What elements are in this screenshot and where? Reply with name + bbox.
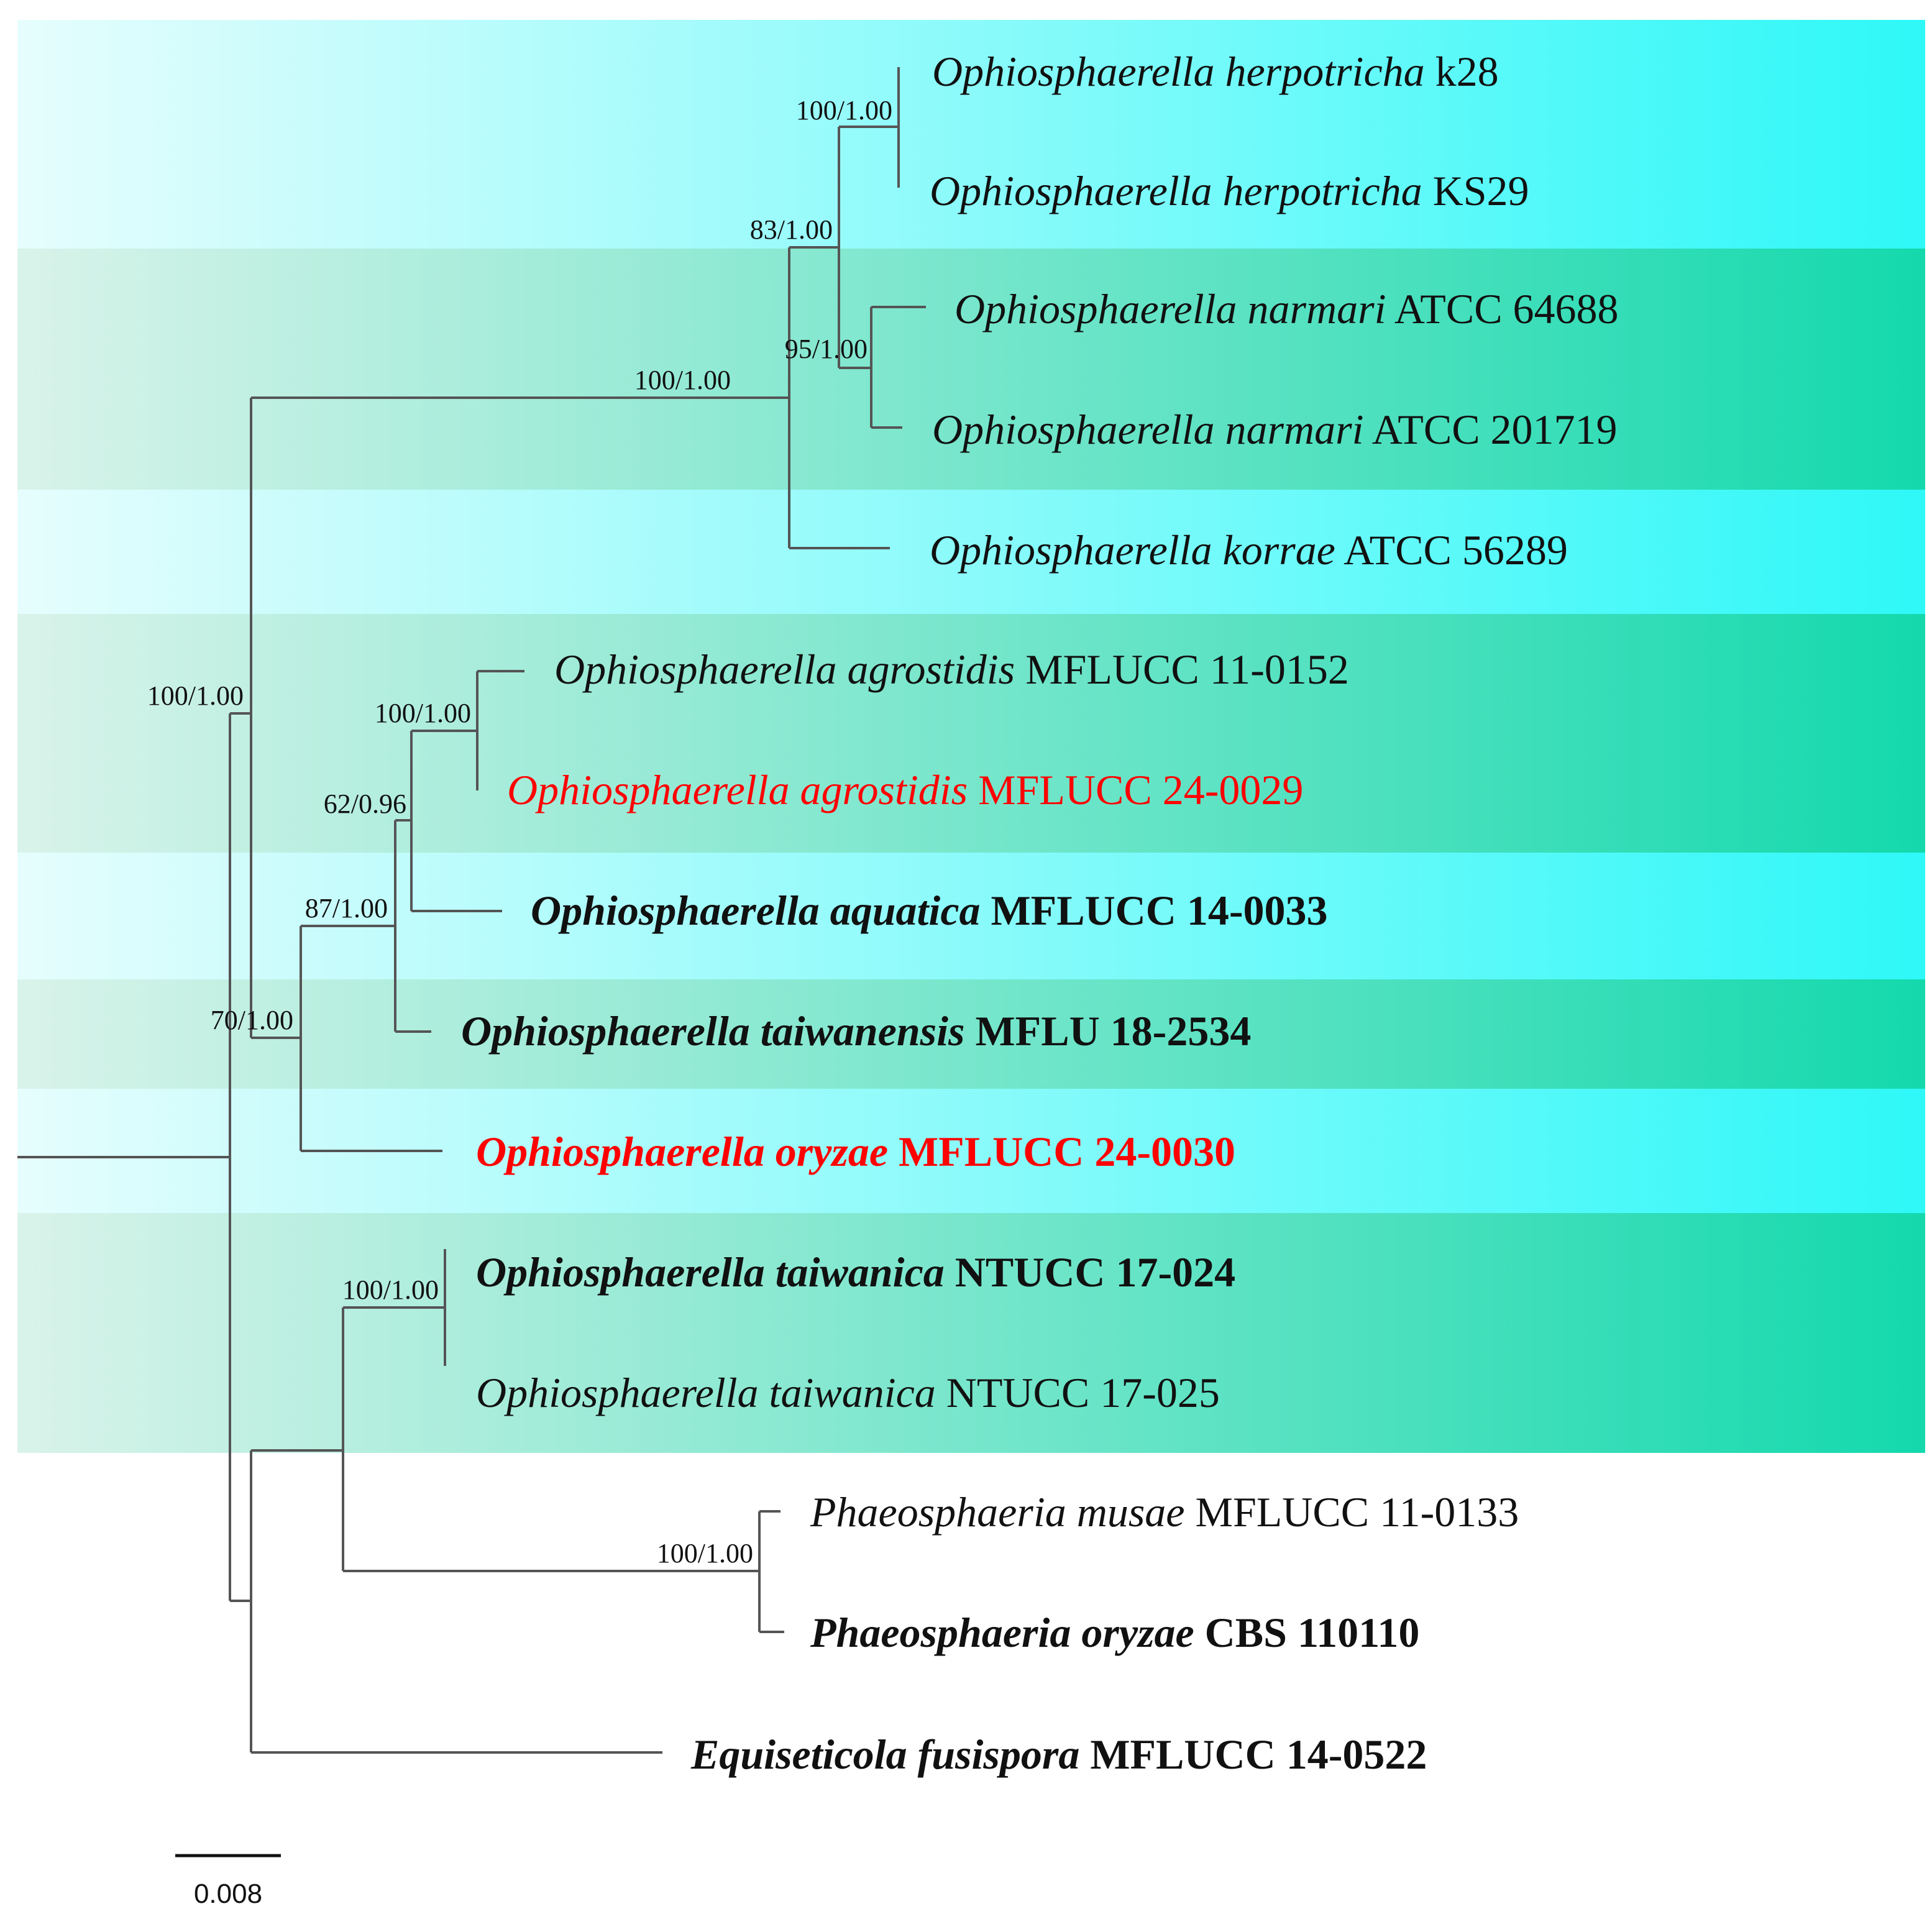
taxon-species: Ophiosphaerella taiwanensis: [461, 1007, 965, 1055]
taxon-label-t8: Ophiosphaerella aquatica MFLUCC 14-0033: [531, 887, 1328, 934]
band-agrostidis: [17, 614, 1925, 853]
taxon-species: Ophiosphaerella narmari: [932, 406, 1363, 453]
taxon-label-t6: Ophiosphaerella agrostidis MFLUCC 11-015…: [554, 646, 1349, 693]
taxon-species: Ophiosphaerella aquatica: [531, 887, 981, 934]
taxon-strain: MFLUCC 11-0133: [1195, 1488, 1519, 1536]
taxon-species: Ophiosphaerella oryzae: [476, 1128, 888, 1175]
support-narmari: 95/1.00: [785, 334, 868, 364]
taxon-strain: NTUCC 17-025: [946, 1369, 1220, 1416]
taxon-label-t12: Ophiosphaerella taiwanica NTUCC 17-025: [476, 1369, 1220, 1416]
band-herpotricha: [17, 20, 1925, 249]
taxon-label-t5: Ophiosphaerella korrae ATCC 56289: [930, 526, 1568, 574]
support-taiwanica: 100/1.00: [342, 1275, 439, 1305]
taxon-species: Phaeosphaeria oryzae: [810, 1609, 1194, 1656]
taxon-label-t11: Ophiosphaerella taiwanica NTUCC 17-024: [476, 1248, 1235, 1296]
taxon-strain: ATCC 56289: [1344, 526, 1568, 574]
taxon-strain: ATCC 201719: [1372, 406, 1618, 453]
taxon-strain: MFLUCC 14-0033: [991, 887, 1328, 934]
taxon-strain: MFLUCC 24-0030: [899, 1128, 1235, 1175]
taxon-label-t2: Ophiosphaerella herpotricha KS29: [930, 167, 1529, 214]
band-taiwanensis: [17, 979, 1925, 1089]
band-taiwanica: [17, 1213, 1925, 1453]
taxon-species: Ophiosphaerella taiwanica: [476, 1248, 945, 1296]
taxon-species: Ophiosphaerella herpotricha: [932, 48, 1425, 95]
taxon-species: Ophiosphaerella korrae: [930, 526, 1335, 574]
taxon-species: Phaeosphaeria musae: [810, 1488, 1184, 1536]
support-herpotricha: 100/1.00: [796, 95, 892, 126]
taxon-label-t15: Equiseticola fusispora MFLUCC 14-0522: [690, 1731, 1427, 1778]
taxon-label-t3: Ophiosphaerella narmari ATCC 64688: [955, 285, 1619, 332]
taxon-label-t1: Ophiosphaerella herpotricha k28: [932, 48, 1499, 95]
taxon-label-t13: Phaeosphaeria musae MFLUCC 11-0133: [810, 1488, 1519, 1536]
support-oryzae-clade: 70/1.00: [211, 1005, 293, 1035]
support-ingroup: 100/1.00: [147, 680, 244, 711]
taxon-label-t14: Phaeosphaeria oryzae CBS 110110: [810, 1609, 1419, 1656]
support-agrostidis: 100/1.00: [375, 698, 471, 728]
taxon-strain: KS29: [1433, 167, 1529, 214]
tree-branches: [17, 67, 926, 1754]
taxon-species: Ophiosphaerella taiwanica: [476, 1369, 936, 1416]
taxon-strain: NTUCC 17-024: [955, 1248, 1235, 1296]
taxon-label-t7: Ophiosphaerella agrostidis MFLUCC 24-002…: [507, 766, 1303, 813]
taxon-species: Ophiosphaerella agrostidis: [507, 766, 968, 813]
support-agrostidis-aquatica: 62/0.96: [324, 789, 406, 819]
band-narmari: [17, 249, 1925, 490]
scale-bar-label: 0.008: [194, 1879, 262, 1909]
taxon-species: Ophiosphaerella narmari: [955, 285, 1386, 332]
taxon-strain: CBS 110110: [1205, 1609, 1420, 1656]
taxon-label-t10: Ophiosphaerella oryzae MFLUCC 24-0030: [476, 1128, 1235, 1175]
taxon-species: Equiseticola fusispora: [690, 1731, 1079, 1778]
band-korrae: [17, 490, 1925, 614]
taxon-labels: Ophiosphaerella herpotricha k28 Ophiosph…: [461, 48, 1619, 1778]
taxon-label-t9: Ophiosphaerella taiwanensis MFLU 18-2534: [461, 1007, 1251, 1055]
support-values: 100/1.00 83/1.00 95/1.00 100/1.00 100/1.…: [147, 95, 892, 1569]
band-aquatica: [17, 853, 1925, 979]
taxon-strain: MFLUCC 11-0152: [1025, 646, 1349, 693]
taxon-label-t4: Ophiosphaerella narmari ATCC 201719: [932, 406, 1618, 453]
taxon-strain: k28: [1435, 48, 1499, 95]
taxon-strain: ATCC 64688: [1394, 285, 1619, 332]
support-herpotricha-narmari: 83/1.00: [750, 214, 833, 245]
scale-bar: 0.008: [175, 1854, 281, 1909]
support-korrae-clade: 100/1.00: [634, 365, 731, 395]
clade-bands: [17, 20, 1925, 1453]
taxon-species: Ophiosphaerella agrostidis: [554, 646, 1015, 693]
taxon-strain: MFLUCC 24-0029: [978, 766, 1303, 813]
taxon-strain: MFLUCC 14-0522: [1090, 1731, 1427, 1778]
taxon-strain: MFLU 18-2534: [976, 1007, 1252, 1055]
support-taiwanensis-clade: 87/1.00: [305, 893, 388, 923]
support-phaeosphaeria: 100/1.00: [657, 1538, 753, 1569]
taxon-species: Ophiosphaerella herpotricha: [930, 167, 1422, 214]
